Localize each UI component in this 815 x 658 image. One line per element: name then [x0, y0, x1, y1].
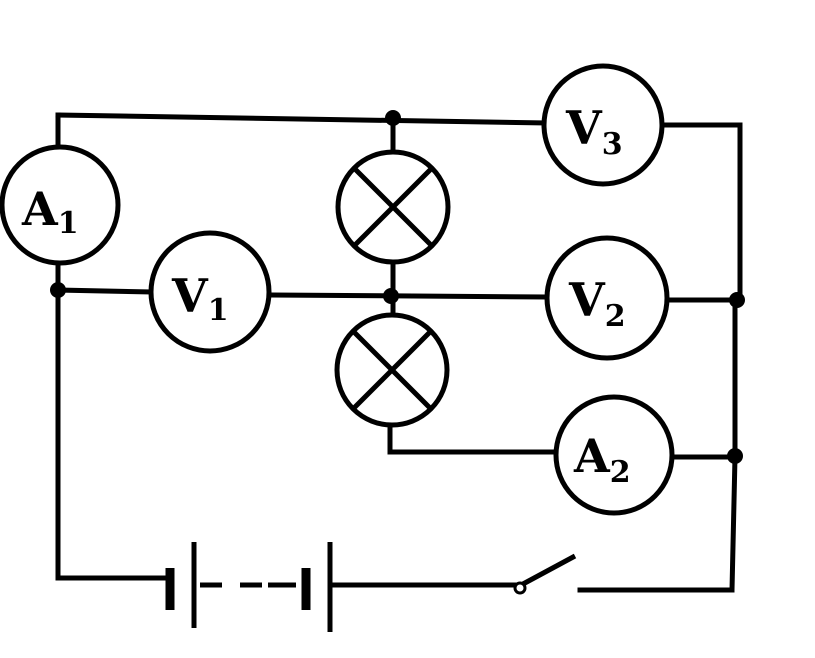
meter-a1: A1 [0, 144, 121, 266]
open-switch [513, 553, 577, 595]
junction-right-mid [729, 292, 745, 308]
junctions [50, 110, 745, 464]
wire-middle-line [269, 292, 548, 300]
lamp-top-cross-b [352, 166, 434, 248]
junction-top [385, 110, 401, 126]
battery-pack [165, 542, 333, 632]
switch-blade [521, 553, 577, 587]
meter-a1-ring [0, 144, 121, 266]
meter-a2-label: A2 [573, 429, 631, 490]
meter-v2-ring [544, 235, 670, 361]
lamp-bottom-cross-b [351, 329, 433, 411]
meter-v1: V1 [148, 230, 272, 354]
lamp-bottom [334, 312, 450, 428]
meter-v3-ring [541, 63, 665, 187]
wire-right-lower [729, 454, 738, 593]
junction-center [383, 288, 399, 304]
junction-right-low [727, 448, 743, 464]
wire-to-v1 [55, 287, 153, 295]
meter-a2: A2 [553, 394, 675, 516]
meter-v2: V2 [544, 235, 670, 361]
meter-v3-label: V3 [565, 101, 623, 162]
meter-v1-ring [148, 230, 272, 354]
junction-left [50, 282, 66, 298]
meter-v2-label: V2 [568, 273, 626, 334]
meter-v1-label: V1 [171, 269, 229, 328]
meter-v3: V3 [541, 63, 665, 187]
meter-a1-label: A1 [21, 182, 79, 241]
switch-pivot [513, 581, 527, 595]
wires [55, 112, 743, 593]
wire-top-rail [55, 112, 548, 126]
meter-a2-ring [553, 394, 675, 516]
lamp-top [335, 149, 451, 265]
